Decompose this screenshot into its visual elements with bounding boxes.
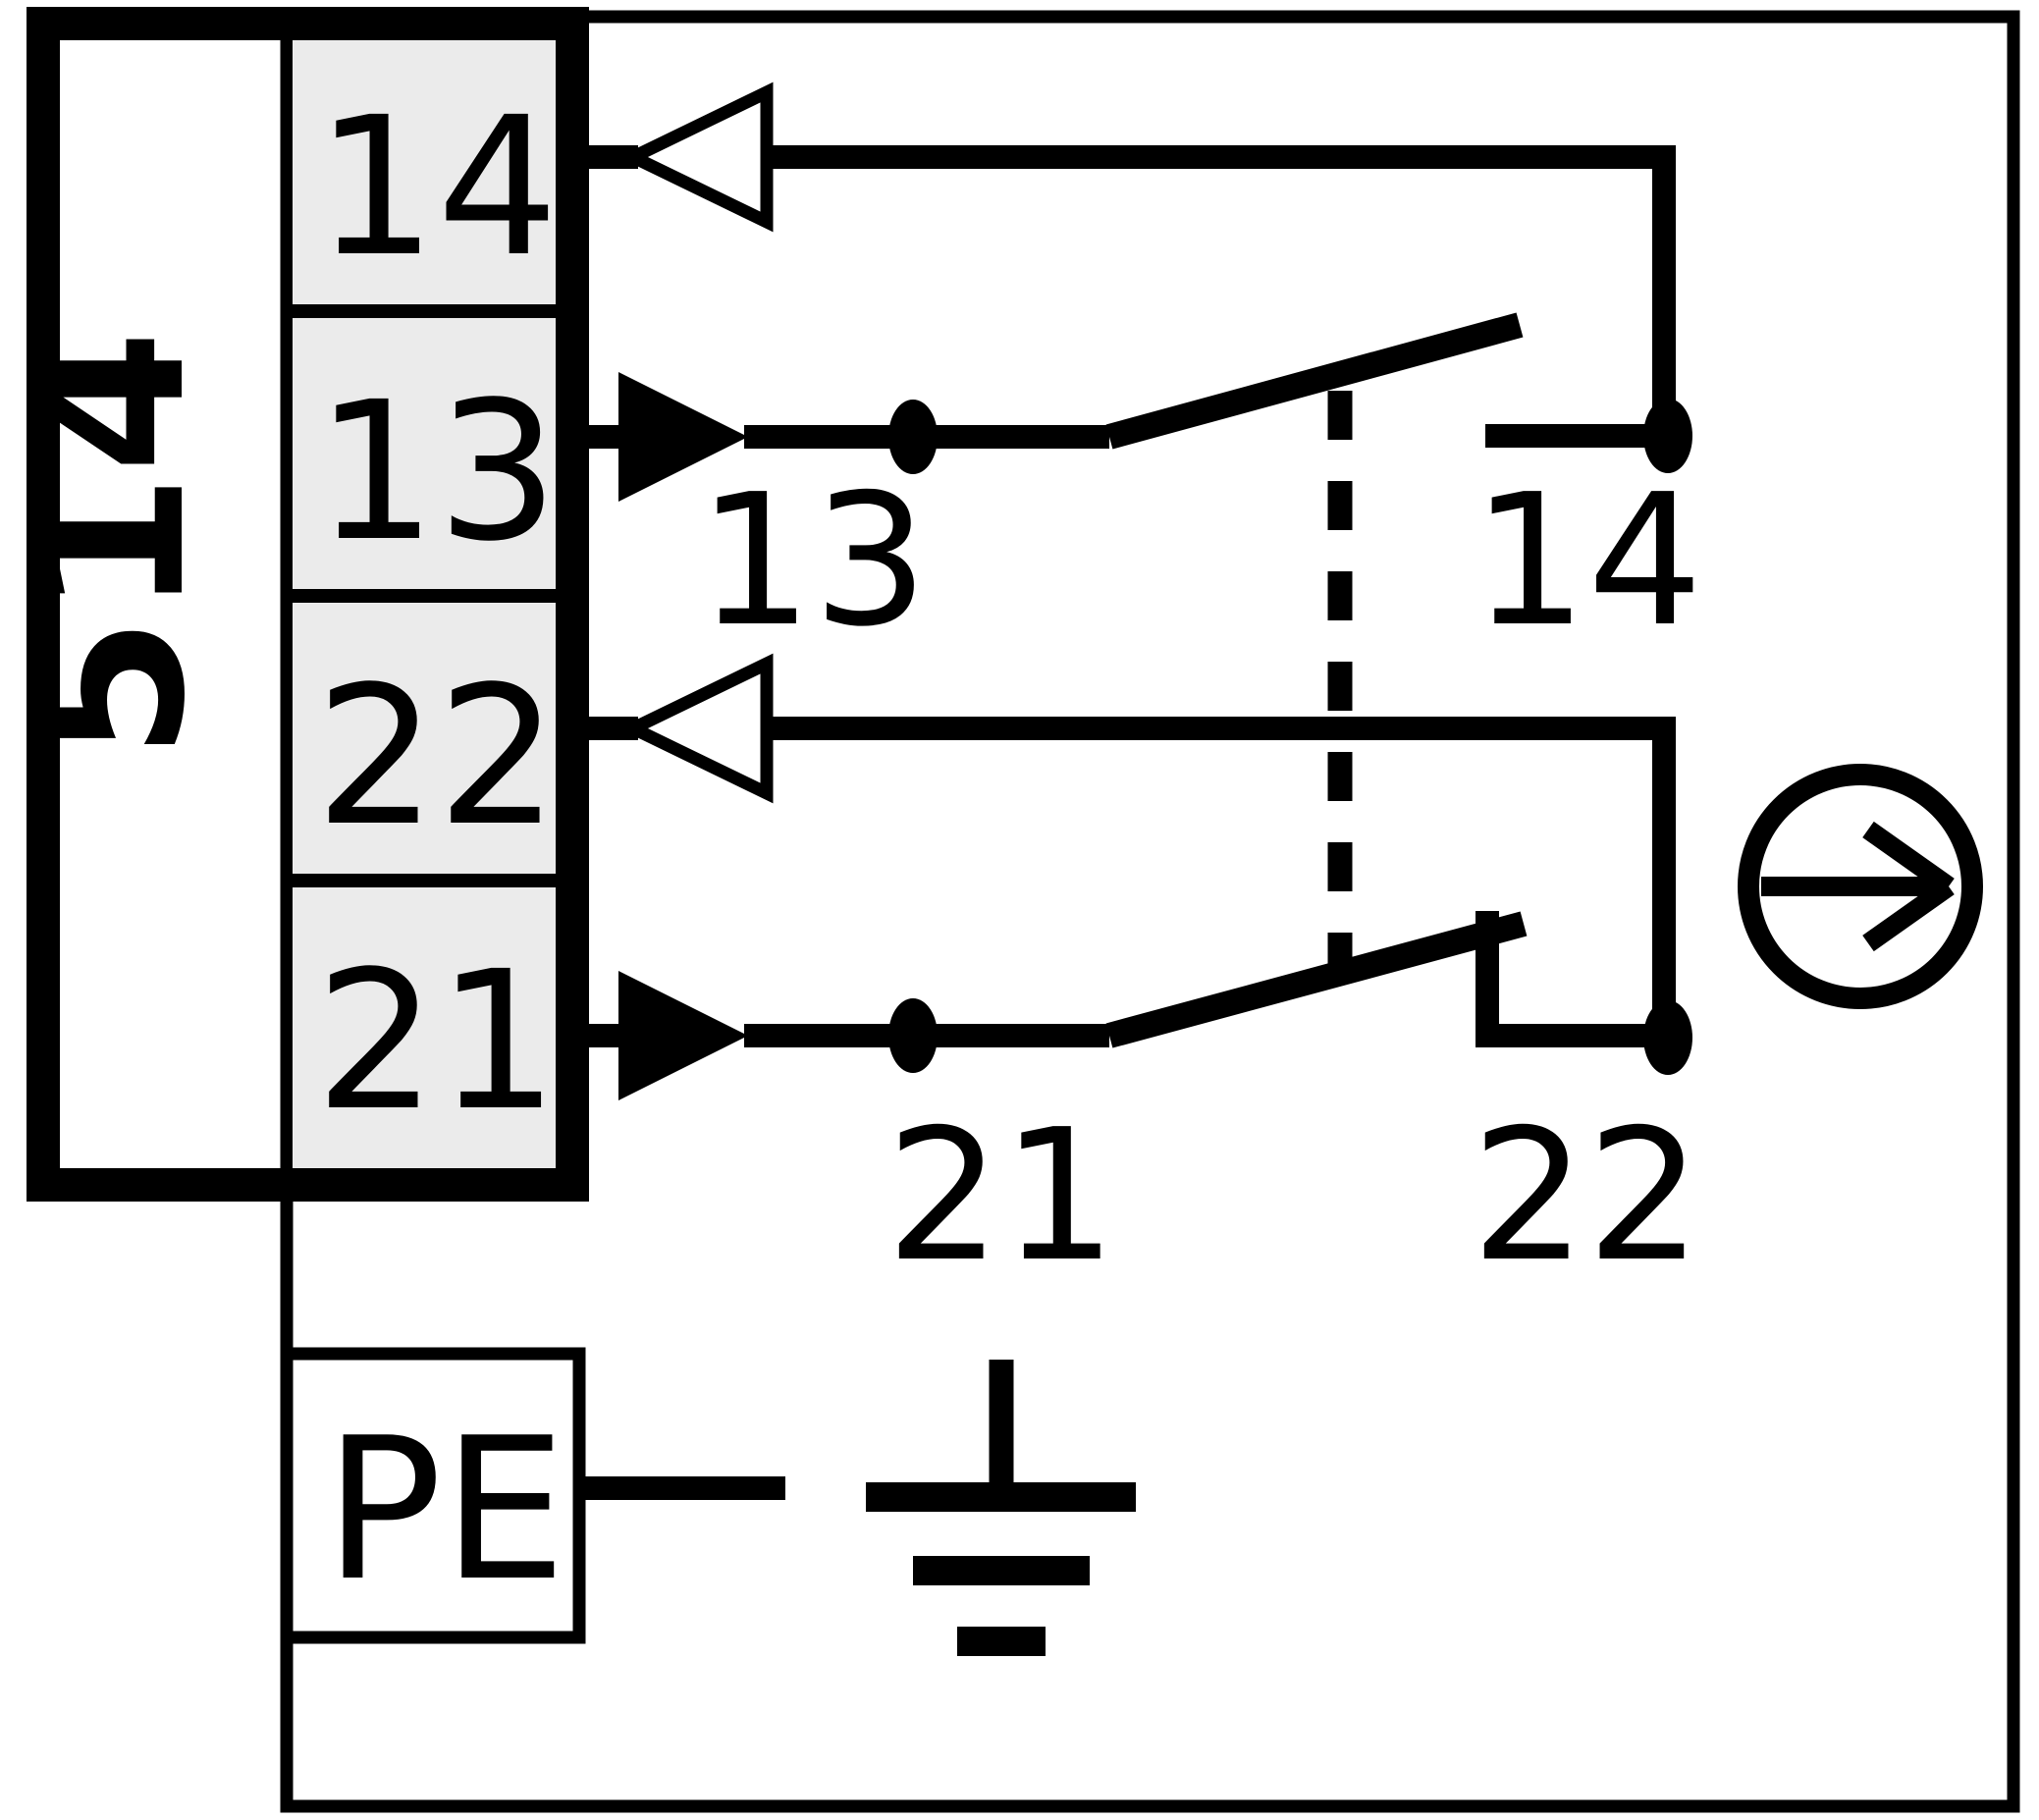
nc-fixed-contact-hook bbox=[1476, 911, 1645, 1047]
wire-22 bbox=[767, 717, 1676, 1016]
terminal-cell-14 bbox=[293, 40, 556, 304]
nc-contact-blade bbox=[1105, 911, 1528, 1048]
filled-arrow-right-icon bbox=[618, 372, 748, 502]
terminal-block: 14 13 22 21 bbox=[287, 40, 572, 1168]
open-arrow-left-icon bbox=[618, 653, 774, 804]
terminal-label-21: 21 bbox=[315, 930, 559, 1152]
no-contact-blade bbox=[1105, 312, 1524, 450]
contact-label-22: 22 bbox=[1471, 1090, 1701, 1302]
actuation-direction-icon bbox=[1738, 764, 1983, 1009]
terminal-cell-21 bbox=[293, 887, 556, 1168]
contact-dot-13 bbox=[888, 400, 938, 474]
terminal-cell-13 bbox=[293, 318, 556, 589]
device-designation: 514 bbox=[0, 330, 231, 760]
contact-label-13: 13 bbox=[697, 455, 928, 667]
contact-label-14: 14 bbox=[1472, 455, 1702, 667]
nc-contact-21-22: 21 22 bbox=[572, 653, 1702, 1302]
contact-dot-21 bbox=[888, 998, 938, 1073]
filled-arrow-right-icon bbox=[618, 971, 748, 1100]
pe-terminal-label: PE bbox=[324, 1396, 566, 1625]
terminal-label-22: 22 bbox=[315, 645, 559, 868]
contact-dot-14 bbox=[1643, 399, 1692, 473]
wire-14 bbox=[767, 145, 1676, 422]
open-arrow-left-icon bbox=[618, 81, 774, 233]
terminal-label-14: 14 bbox=[315, 76, 559, 298]
terminal-cell-22 bbox=[293, 603, 556, 874]
ground-icon bbox=[866, 1360, 1136, 1656]
pe-terminal-box bbox=[280, 1347, 586, 1644]
terminal-label-13: 13 bbox=[315, 360, 559, 583]
contact-dot-22 bbox=[1643, 1000, 1692, 1075]
pe-section: PE bbox=[280, 1347, 1136, 1656]
no-contact-13-14: 13 14 bbox=[572, 81, 1703, 667]
contact-label-21: 21 bbox=[885, 1090, 1116, 1302]
